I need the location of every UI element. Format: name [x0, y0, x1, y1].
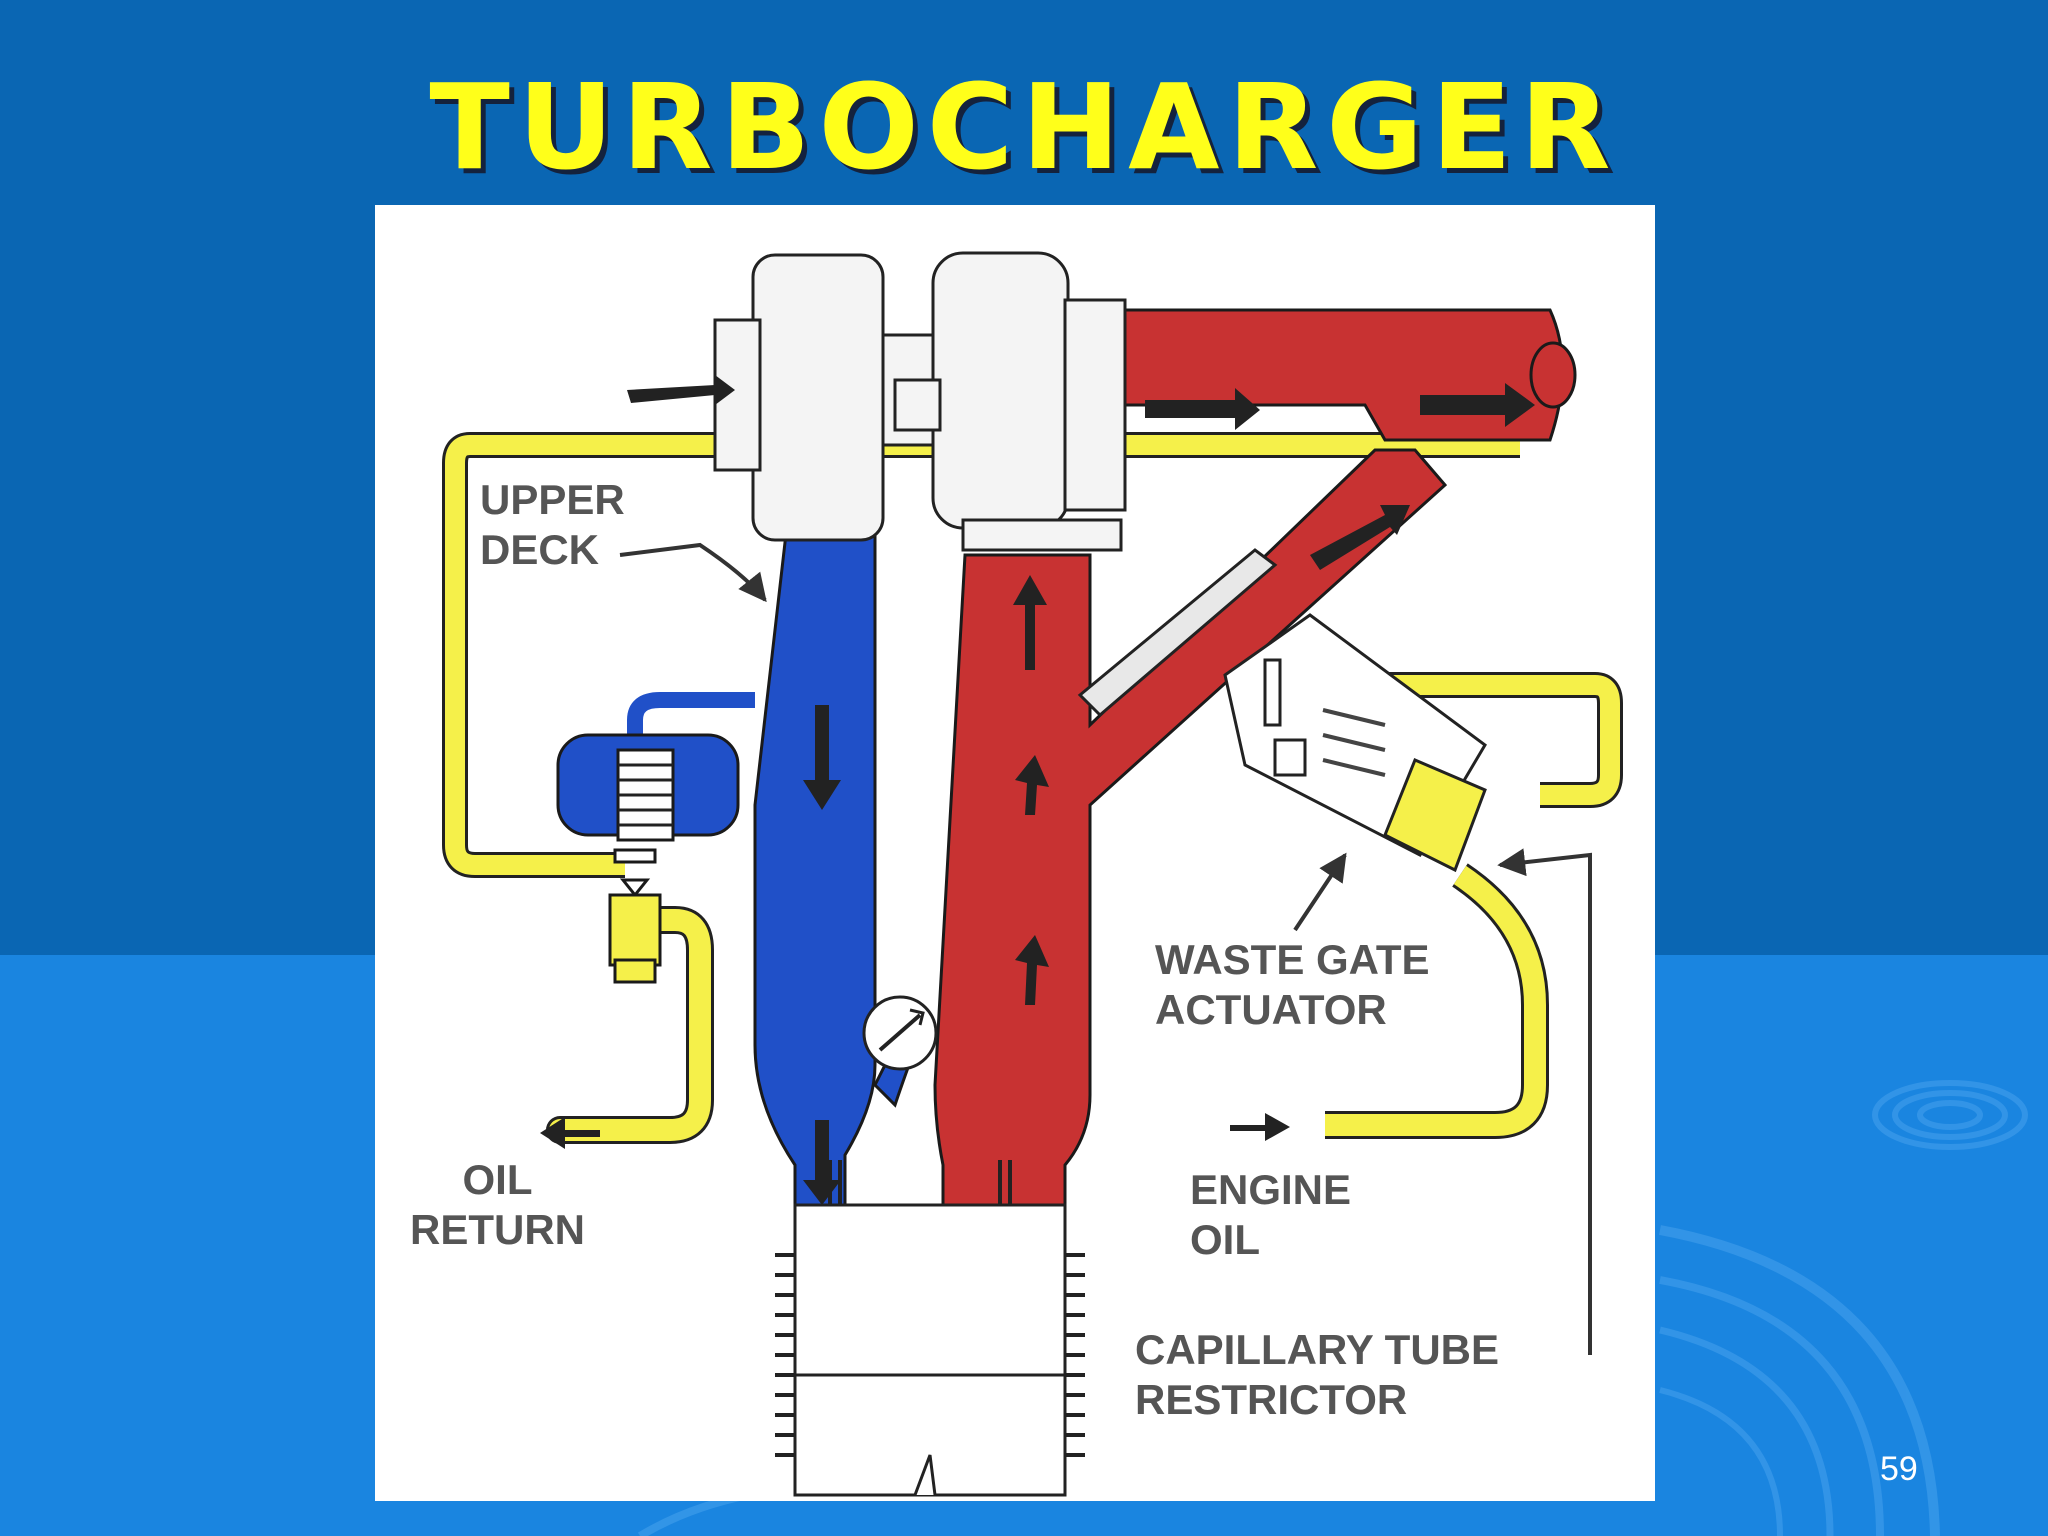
label-upper-deck: UPPER DECK [480, 476, 625, 573]
label-capillary-tube-restrictor: CAPILLARY TUBE RESTRICTOR [1135, 1326, 1500, 1423]
intake-duct [753, 523, 923, 1207]
slide-title: TURBOCHARGER [429, 58, 1619, 196]
turbine-housing [893, 251, 1127, 552]
boost-gauge [862, 995, 938, 1071]
label-waste-gate-actuator: WASTE GATE ACTUATOR [1155, 936, 1430, 1033]
oil-regulator [556, 692, 755, 984]
page-number: 59 [1880, 1450, 1918, 1488]
leader-lines [619, 542, 1592, 1355]
waste-gate-actuator [1077, 548, 1487, 873]
label-engine-oil: ENGINE OIL [1190, 1166, 1352, 1263]
label-oil-return: OIL RETURN [410, 1156, 585, 1253]
engine-cylinder [775, 1160, 1085, 1497]
turbocharger-diagram: UPPER DECK WASTE GATE ACTUATOR OIL RETUR… [375, 205, 1655, 1501]
turbocharger-schematic [442, 251, 1623, 1497]
flow-arrows [540, 375, 1535, 1205]
